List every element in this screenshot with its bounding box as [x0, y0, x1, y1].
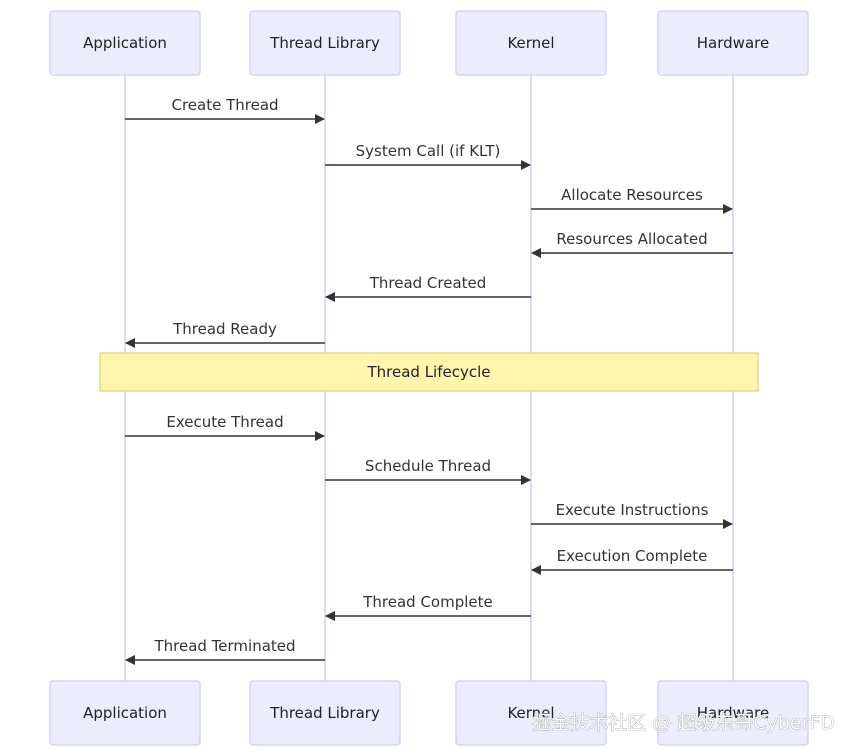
message-messages_after_note-0: Execute Thread — [125, 413, 325, 441]
message-label: Execute Thread — [166, 413, 283, 431]
message-messages_before_note-1: System Call (if KLT) — [325, 142, 531, 170]
participant-label: Thread Library — [269, 704, 380, 722]
message-label: Create Thread — [171, 96, 278, 114]
message-label: Schedule Thread — [365, 457, 491, 475]
participant-label: Thread Library — [269, 34, 380, 52]
message-messages_before_note-2: Allocate Resources — [531, 186, 733, 214]
message-label: System Call (if KLT) — [356, 142, 501, 160]
participant-box — [455, 10, 607, 76]
message-messages_after_note-4: Thread Complete — [325, 593, 531, 621]
message-label: Thread Complete — [362, 593, 493, 611]
note-thread-lifecycle: Thread Lifecycle — [99, 352, 759, 392]
message-label: Execution Complete — [557, 547, 708, 565]
participant-app-top: Application — [49, 10, 201, 76]
message-messages_after_note-2: Execute Instructions — [531, 501, 733, 529]
participant-app-bottom: Application — [49, 680, 201, 746]
participant-label: Hardware — [697, 34, 769, 52]
participant-label: Kernel — [507, 34, 554, 52]
participant-label: Application — [83, 704, 167, 722]
participant-box — [249, 10, 401, 76]
message-messages_before_note-4: Thread Created — [325, 274, 531, 302]
message-messages_after_note-5: Thread Terminated — [125, 637, 325, 665]
message-messages_before_note-5: Thread Ready — [125, 320, 325, 348]
message-label: Allocate Resources — [561, 186, 703, 204]
message-label: Thread Terminated — [153, 637, 295, 655]
participant-label: Hardware — [697, 704, 769, 722]
message-label: Thread Created — [369, 274, 487, 292]
participant-box — [455, 680, 607, 746]
participant-lib-top: Thread Library — [249, 10, 401, 76]
participant-label: Kernel — [507, 704, 554, 722]
participant-box — [49, 680, 201, 746]
message-messages_after_note-1: Schedule Thread — [325, 457, 531, 485]
participant-hw-top: Hardware — [657, 10, 809, 76]
participant-box — [657, 680, 809, 746]
message-messages_after_note-3: Execution Complete — [531, 547, 733, 575]
participant-kernel-bottom: Kernel — [455, 680, 607, 746]
message-label: Resources Allocated — [556, 230, 707, 248]
participant-hw-bottom: Hardware — [657, 680, 809, 746]
participant-kernel-top: Kernel — [455, 10, 607, 76]
participant-label: Application — [83, 34, 167, 52]
participant-lib-bottom: Thread Library — [249, 680, 401, 746]
message-label: Thread Ready — [172, 320, 277, 338]
participant-box — [49, 10, 201, 76]
watermark: 掘金技术社区 @ 超级东哥CyberFD — [532, 712, 835, 734]
message-messages_before_note-0: Create Thread — [125, 96, 325, 124]
participant-box — [249, 680, 401, 746]
message-messages_before_note-3: Resources Allocated — [531, 230, 733, 258]
participant-box — [657, 10, 809, 76]
message-label: Execute Instructions — [556, 501, 709, 519]
note-label: Thread Lifecycle — [366, 363, 490, 381]
note-box — [99, 352, 759, 392]
